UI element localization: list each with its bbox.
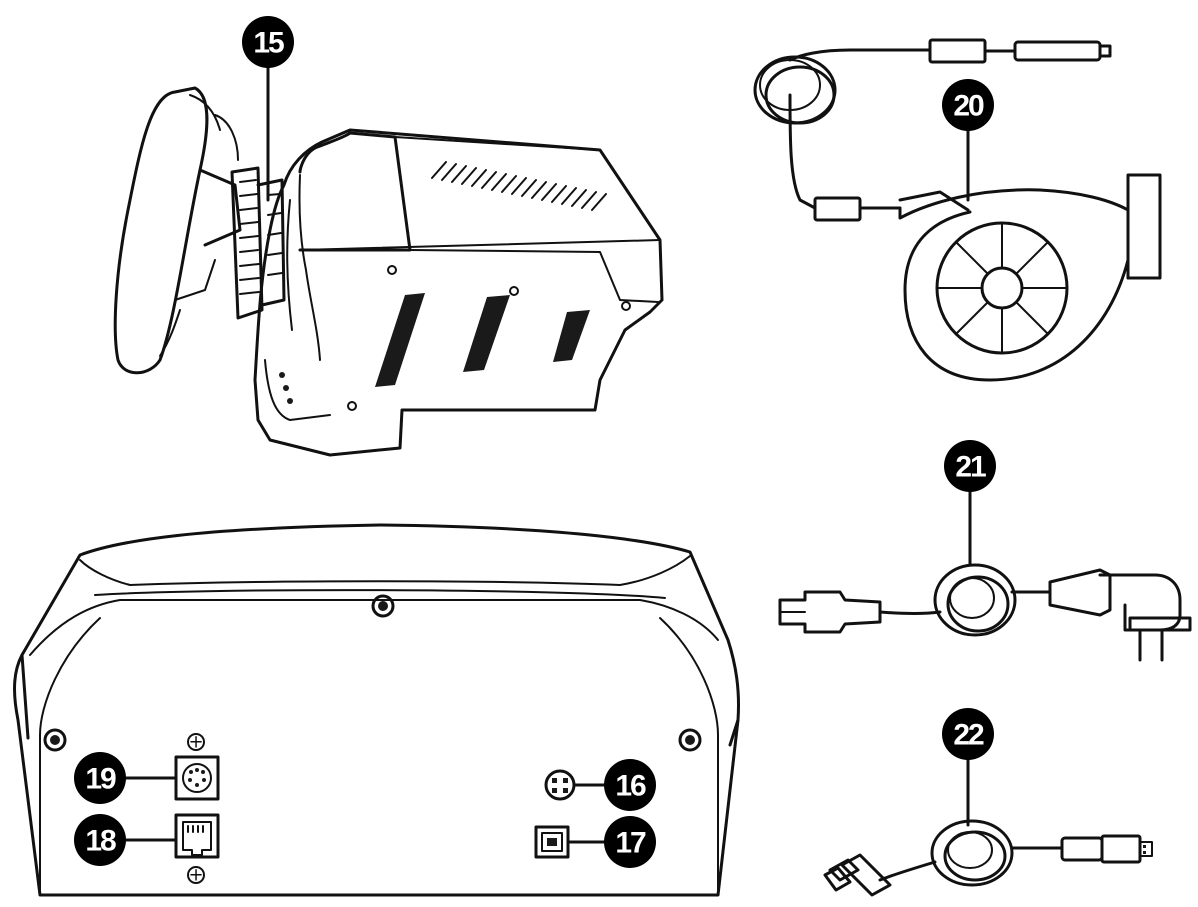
- wheel-base-side-view: [113, 86, 664, 457]
- callout-19-label: 19: [85, 763, 116, 796]
- callout-22: 22: [942, 708, 994, 827]
- wheel-base-body: [253, 128, 664, 457]
- svg-text:+: +: [188, 865, 203, 886]
- callout-20: 20: [942, 79, 994, 202]
- callout-18-label: 18: [85, 825, 116, 858]
- wheel-base-rear-view: [13, 523, 740, 897]
- gear-port: [544, 769, 576, 801]
- svg-text:+: +: [188, 732, 203, 753]
- power-cable: [778, 563, 1192, 662]
- callout-15: 15: [242, 16, 294, 202]
- callout-15-label: 15: [253, 27, 284, 60]
- callout-21-label: 21: [955, 451, 986, 484]
- callout-20-label: 20: [953, 90, 984, 123]
- rear-ports: + +: [174, 732, 576, 886]
- callout-17: 17: [566, 816, 656, 868]
- cooling-fan: [753, 38, 1162, 382]
- usb-cable: [823, 819, 1153, 897]
- callout-16: 16: [572, 759, 656, 811]
- callout-19: 19: [74, 752, 178, 804]
- callout-22-label: 22: [953, 719, 984, 752]
- mini-din-port: [174, 755, 220, 801]
- usb-port: [534, 825, 570, 859]
- callout-18: 18: [74, 814, 178, 866]
- plus-mark-top: +: [187, 732, 205, 753]
- steering-wheel: [113, 86, 242, 375]
- plus-mark-bottom: +: [187, 865, 205, 886]
- callout-21: 21: [944, 440, 996, 567]
- callout-17-label: 17: [615, 827, 646, 860]
- wheel-shaft: [230, 166, 286, 320]
- fan-cable: [753, 38, 1112, 222]
- fan-housing: [898, 173, 1162, 382]
- callout-16-label: 16: [615, 770, 646, 803]
- rj-port: [174, 813, 220, 859]
